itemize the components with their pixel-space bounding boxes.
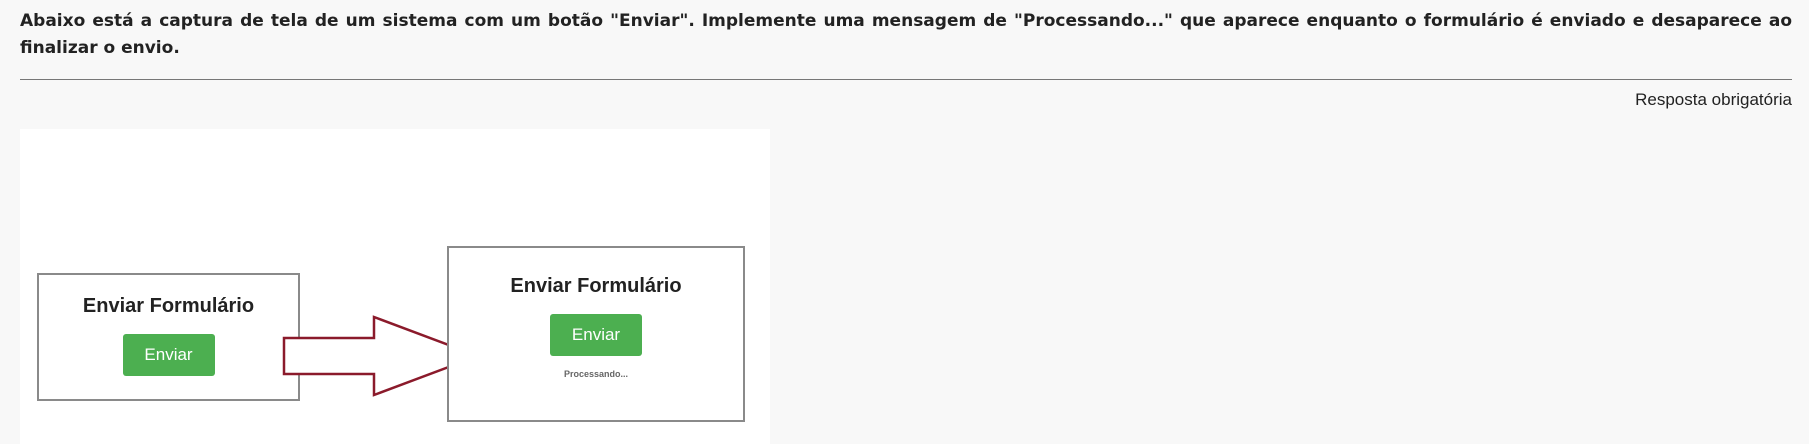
- right-arrow-icon: [282, 315, 482, 397]
- form-before-panel: Enviar Formulário Enviar: [37, 273, 300, 401]
- send-button-after: Enviar: [550, 314, 642, 356]
- question-text: Abaixo está a captura de tela de um sist…: [20, 11, 1792, 58]
- divider: [20, 79, 1792, 80]
- send-button-before: Enviar: [122, 334, 215, 376]
- form-after-panel: Enviar Formulário Enviar Processando...: [447, 246, 745, 422]
- required-label: Resposta obrigatória: [1635, 90, 1792, 109]
- form-before-title: Enviar Formulário: [82, 295, 255, 317]
- question-image: Enviar Formulário Enviar Enviar Formulár…: [20, 129, 770, 444]
- form-after-title: Enviar Formulário: [510, 275, 682, 297]
- processing-status: Processando...: [563, 369, 629, 379]
